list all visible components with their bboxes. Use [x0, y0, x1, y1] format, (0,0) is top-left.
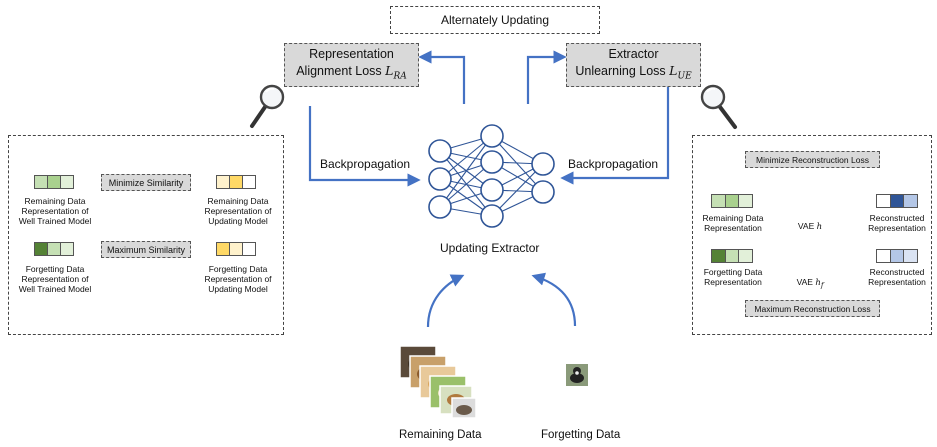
minimize-similarity-label: Minimize Similarity	[108, 177, 184, 188]
fd-upd-caption: Forgetting Data Representation of Updati…	[196, 264, 280, 295]
rd-upd-caption-line: Representation of	[204, 206, 272, 217]
nn-node	[480, 150, 504, 174]
updating-extractor-label: Updating Extractor	[440, 241, 540, 255]
forgetting-data-label: Forgetting Data	[541, 429, 621, 441]
fd-upd-caption-line: Forgetting Data	[208, 264, 268, 274]
rd-well-caption-line: Representation of	[21, 206, 89, 217]
nn-edge	[439, 135, 493, 208]
recon1-caption: Reconstructed Representation	[862, 213, 932, 233]
minimize-similarity-box: Minimize Similarity	[101, 174, 191, 191]
fd-rep-caption-line: Representation	[704, 277, 762, 288]
maximum-similarity-box: Maximum Similarity	[101, 241, 191, 258]
recon1-caption-line: Reconstructed	[869, 213, 925, 223]
rd-upd-caption-line: Updating Model	[208, 216, 268, 227]
maximum-reconstruction-loss-box: Maximum Reconstruction Loss	[745, 300, 880, 317]
vae-h-symbol: h	[816, 222, 823, 232]
vae-h-label: VAE h	[790, 221, 830, 232]
nn-edge	[491, 135, 544, 193]
recon2-caption-line: Reconstructed	[869, 267, 925, 277]
ue-loss-sub: UE	[677, 71, 692, 82]
backpropagation-right: Backpropagation	[568, 157, 659, 171]
fd-rep-bar	[711, 249, 753, 263]
nn-node	[531, 180, 555, 204]
recon1-bar	[876, 194, 918, 208]
ra-loss-line2: Alignment Loss	[296, 63, 382, 78]
minimize-reconstruction-loss-label: Minimize Reconstruction Loss	[756, 154, 869, 165]
fd-upd-caption-line: Representation of	[204, 274, 272, 285]
recon2-bar	[876, 249, 918, 263]
nn-node	[531, 152, 555, 176]
fd-well-caption-line: Forgetting Data	[25, 264, 85, 274]
alternately-updating-box: Alternately Updating	[390, 6, 600, 34]
maximum-similarity-label: Maximum Similarity	[106, 244, 185, 255]
representation-alignment-loss-box: Representation Alignment Loss LRA	[284, 43, 419, 87]
vae-hf-label: VAE hf	[790, 277, 830, 290]
fd-well-bar	[34, 242, 74, 256]
ra-loss-symbol: L	[385, 62, 394, 78]
nn-node	[480, 124, 504, 148]
vae-hf-prefix: VAE	[796, 277, 813, 287]
loss-flow-arrows	[308, 50, 670, 187]
nn-node	[428, 195, 452, 219]
fd-upd-caption-line: Updating Model	[208, 284, 268, 295]
magnifier-icon	[700, 84, 737, 129]
dog-images-icon	[399, 345, 477, 419]
ue-loss-symbol: L	[669, 62, 678, 78]
minimize-reconstruction-loss-box: Minimize Reconstruction Loss	[745, 151, 880, 168]
ra-loss-sub: RA	[393, 71, 407, 82]
ra-loss-line1: Representation	[309, 47, 394, 62]
recon2-caption: Reconstructed Representation	[862, 267, 932, 287]
remaining-data-label: Remaining Data	[399, 429, 482, 441]
ue-loss-line1: Extractor	[608, 47, 659, 62]
rd-well-bar	[34, 175, 74, 189]
rd-rep-caption: Remaining Data Representation	[698, 213, 768, 233]
rd-rep-bar	[711, 194, 753, 208]
rd-upd-caption-line: Remaining Data	[207, 196, 269, 206]
rd-well-caption-line: Remaining Data	[24, 196, 86, 206]
vae-h-prefix: VAE	[797, 221, 815, 231]
nn-node	[428, 167, 452, 191]
cat-image-icon	[566, 364, 588, 386]
left-detail-panel	[8, 135, 284, 335]
nn-node	[480, 204, 504, 228]
backpropagation-left: Backpropagation	[320, 157, 411, 171]
rd-rep-caption-line: Remaining Data	[702, 213, 764, 223]
nn-edge	[491, 163, 544, 217]
alternately-updating-label: Alternately Updating	[440, 13, 550, 27]
vae-hf-sub: f	[820, 281, 824, 290]
fd-well-caption: Forgetting Data Representation of Well T…	[13, 264, 97, 295]
rd-rep-caption-line: Representation	[704, 223, 762, 234]
rd-well-caption-line: Well Trained Model	[18, 216, 92, 227]
recon2-caption-line: Representation	[868, 277, 926, 288]
rd-upd-bar	[216, 175, 256, 189]
vae-hf-symbol: h	[815, 278, 821, 288]
rd-well-caption: Remaining Data Representation of Well Tr…	[13, 196, 97, 227]
recon1-caption-line: Representation	[868, 223, 926, 234]
extractor-unlearning-loss-box: Extractor Unlearning Loss LUE	[566, 43, 701, 87]
fd-rep-caption: Forgetting Data Representation	[698, 267, 768, 287]
magnifier-icon	[250, 84, 285, 128]
input-arrows	[426, 272, 577, 328]
neural-network-icon	[428, 124, 555, 228]
fd-rep-caption-line: Forgetting Data	[703, 267, 763, 277]
maximum-reconstruction-loss-label: Maximum Reconstruction Loss	[754, 303, 871, 314]
nn-node	[428, 139, 452, 163]
nn-node	[480, 178, 504, 202]
rd-upd-caption: Remaining Data Representation of Updatin…	[196, 196, 280, 227]
fd-upd-bar	[216, 242, 256, 256]
fd-well-caption-line: Well Trained Model	[18, 284, 92, 295]
nn-edge	[439, 150, 493, 217]
fd-well-caption-line: Representation of	[21, 274, 89, 285]
ue-loss-line2: Unlearning Loss	[575, 63, 666, 78]
